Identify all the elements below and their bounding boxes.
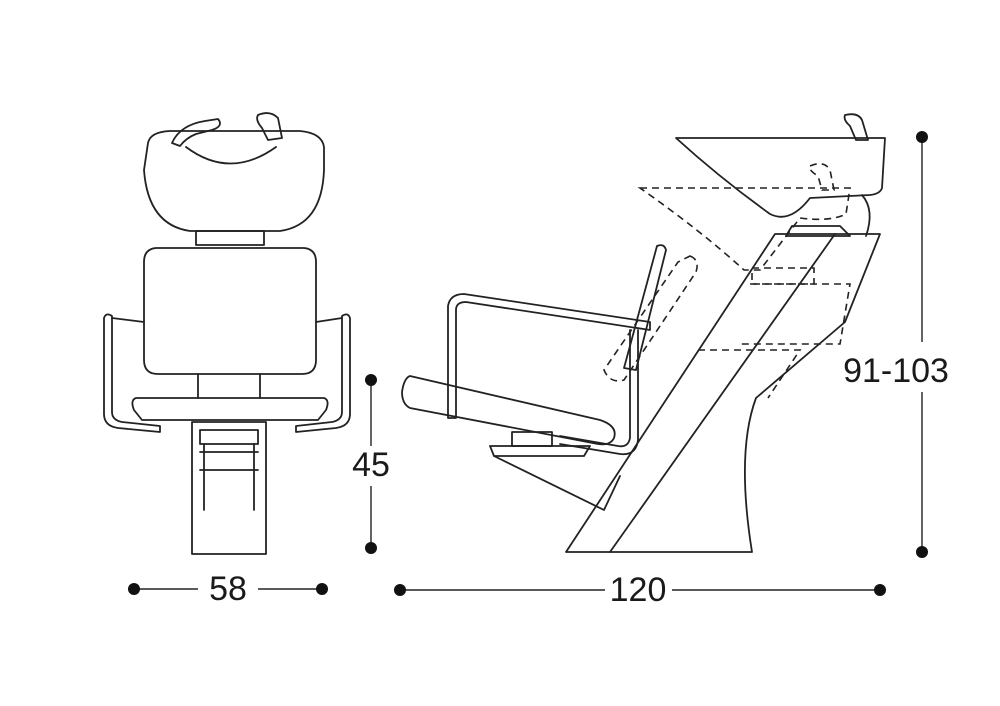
dimension-width: 58: [128, 570, 328, 608]
side-arm-front-inner: [559, 329, 631, 448]
side-column-inner: [609, 233, 836, 553]
side-faucet: [843, 113, 869, 141]
side-column: [565, 233, 881, 553]
dimension-seat-height: 45: [352, 374, 390, 554]
side-view: [401, 113, 886, 553]
side-basin: [675, 137, 886, 218]
front-arm-bar-right: [315, 317, 343, 323]
front-arm-bar-left: [111, 317, 145, 323]
front-view: [103, 112, 351, 555]
dimension-width-start-dot: [128, 583, 140, 595]
side-arm-front: [559, 329, 639, 456]
front-basin-mount: [195, 230, 265, 246]
side-armrest: [447, 293, 651, 419]
dimension-height-bottom-dot: [916, 546, 928, 558]
dimension-width-end-dot: [316, 583, 328, 595]
dimension-seat-height-label: 45: [352, 446, 390, 484]
dimension-height-label: 91-103: [843, 352, 949, 390]
dimension-length: 120: [394, 571, 886, 609]
front-basin: [143, 130, 325, 232]
side-basin-hinge: [861, 194, 871, 237]
front-base-bracket: [199, 429, 259, 445]
dimension-length-end-dot: [874, 584, 886, 596]
front-backrest: [143, 247, 317, 375]
front-faucet-left: [171, 118, 221, 147]
front-armrest-right: [295, 313, 351, 433]
front-basin-neck-cutout: [185, 146, 277, 165]
dimension-length-label: 120: [610, 571, 667, 609]
dimension-length-start-dot: [394, 584, 406, 596]
side-seat-support: [493, 455, 621, 511]
front-base: [191, 421, 267, 555]
dimension-width-label: 58: [209, 570, 247, 608]
side-column-dashed-mid: [698, 349, 802, 399]
front-seat: [131, 397, 329, 421]
side-backrest-reclined: [603, 255, 698, 382]
side-backrest: [623, 244, 667, 371]
dimension-seat-height-bottom-dot: [365, 542, 377, 554]
side-faucet-lowered: [808, 162, 835, 191]
front-armrest-left: [103, 313, 161, 433]
side-seat-pan: [489, 445, 591, 457]
dimension-seat-height-top-dot: [365, 374, 377, 386]
side-column-dashed-top: [740, 283, 851, 345]
front-faucet-right: [256, 112, 283, 141]
side-seat: [401, 375, 616, 446]
dimension-height: 91-103: [843, 131, 949, 558]
dimension-height-top-dot: [916, 131, 928, 143]
side-basin-lowered: [637, 187, 851, 271]
